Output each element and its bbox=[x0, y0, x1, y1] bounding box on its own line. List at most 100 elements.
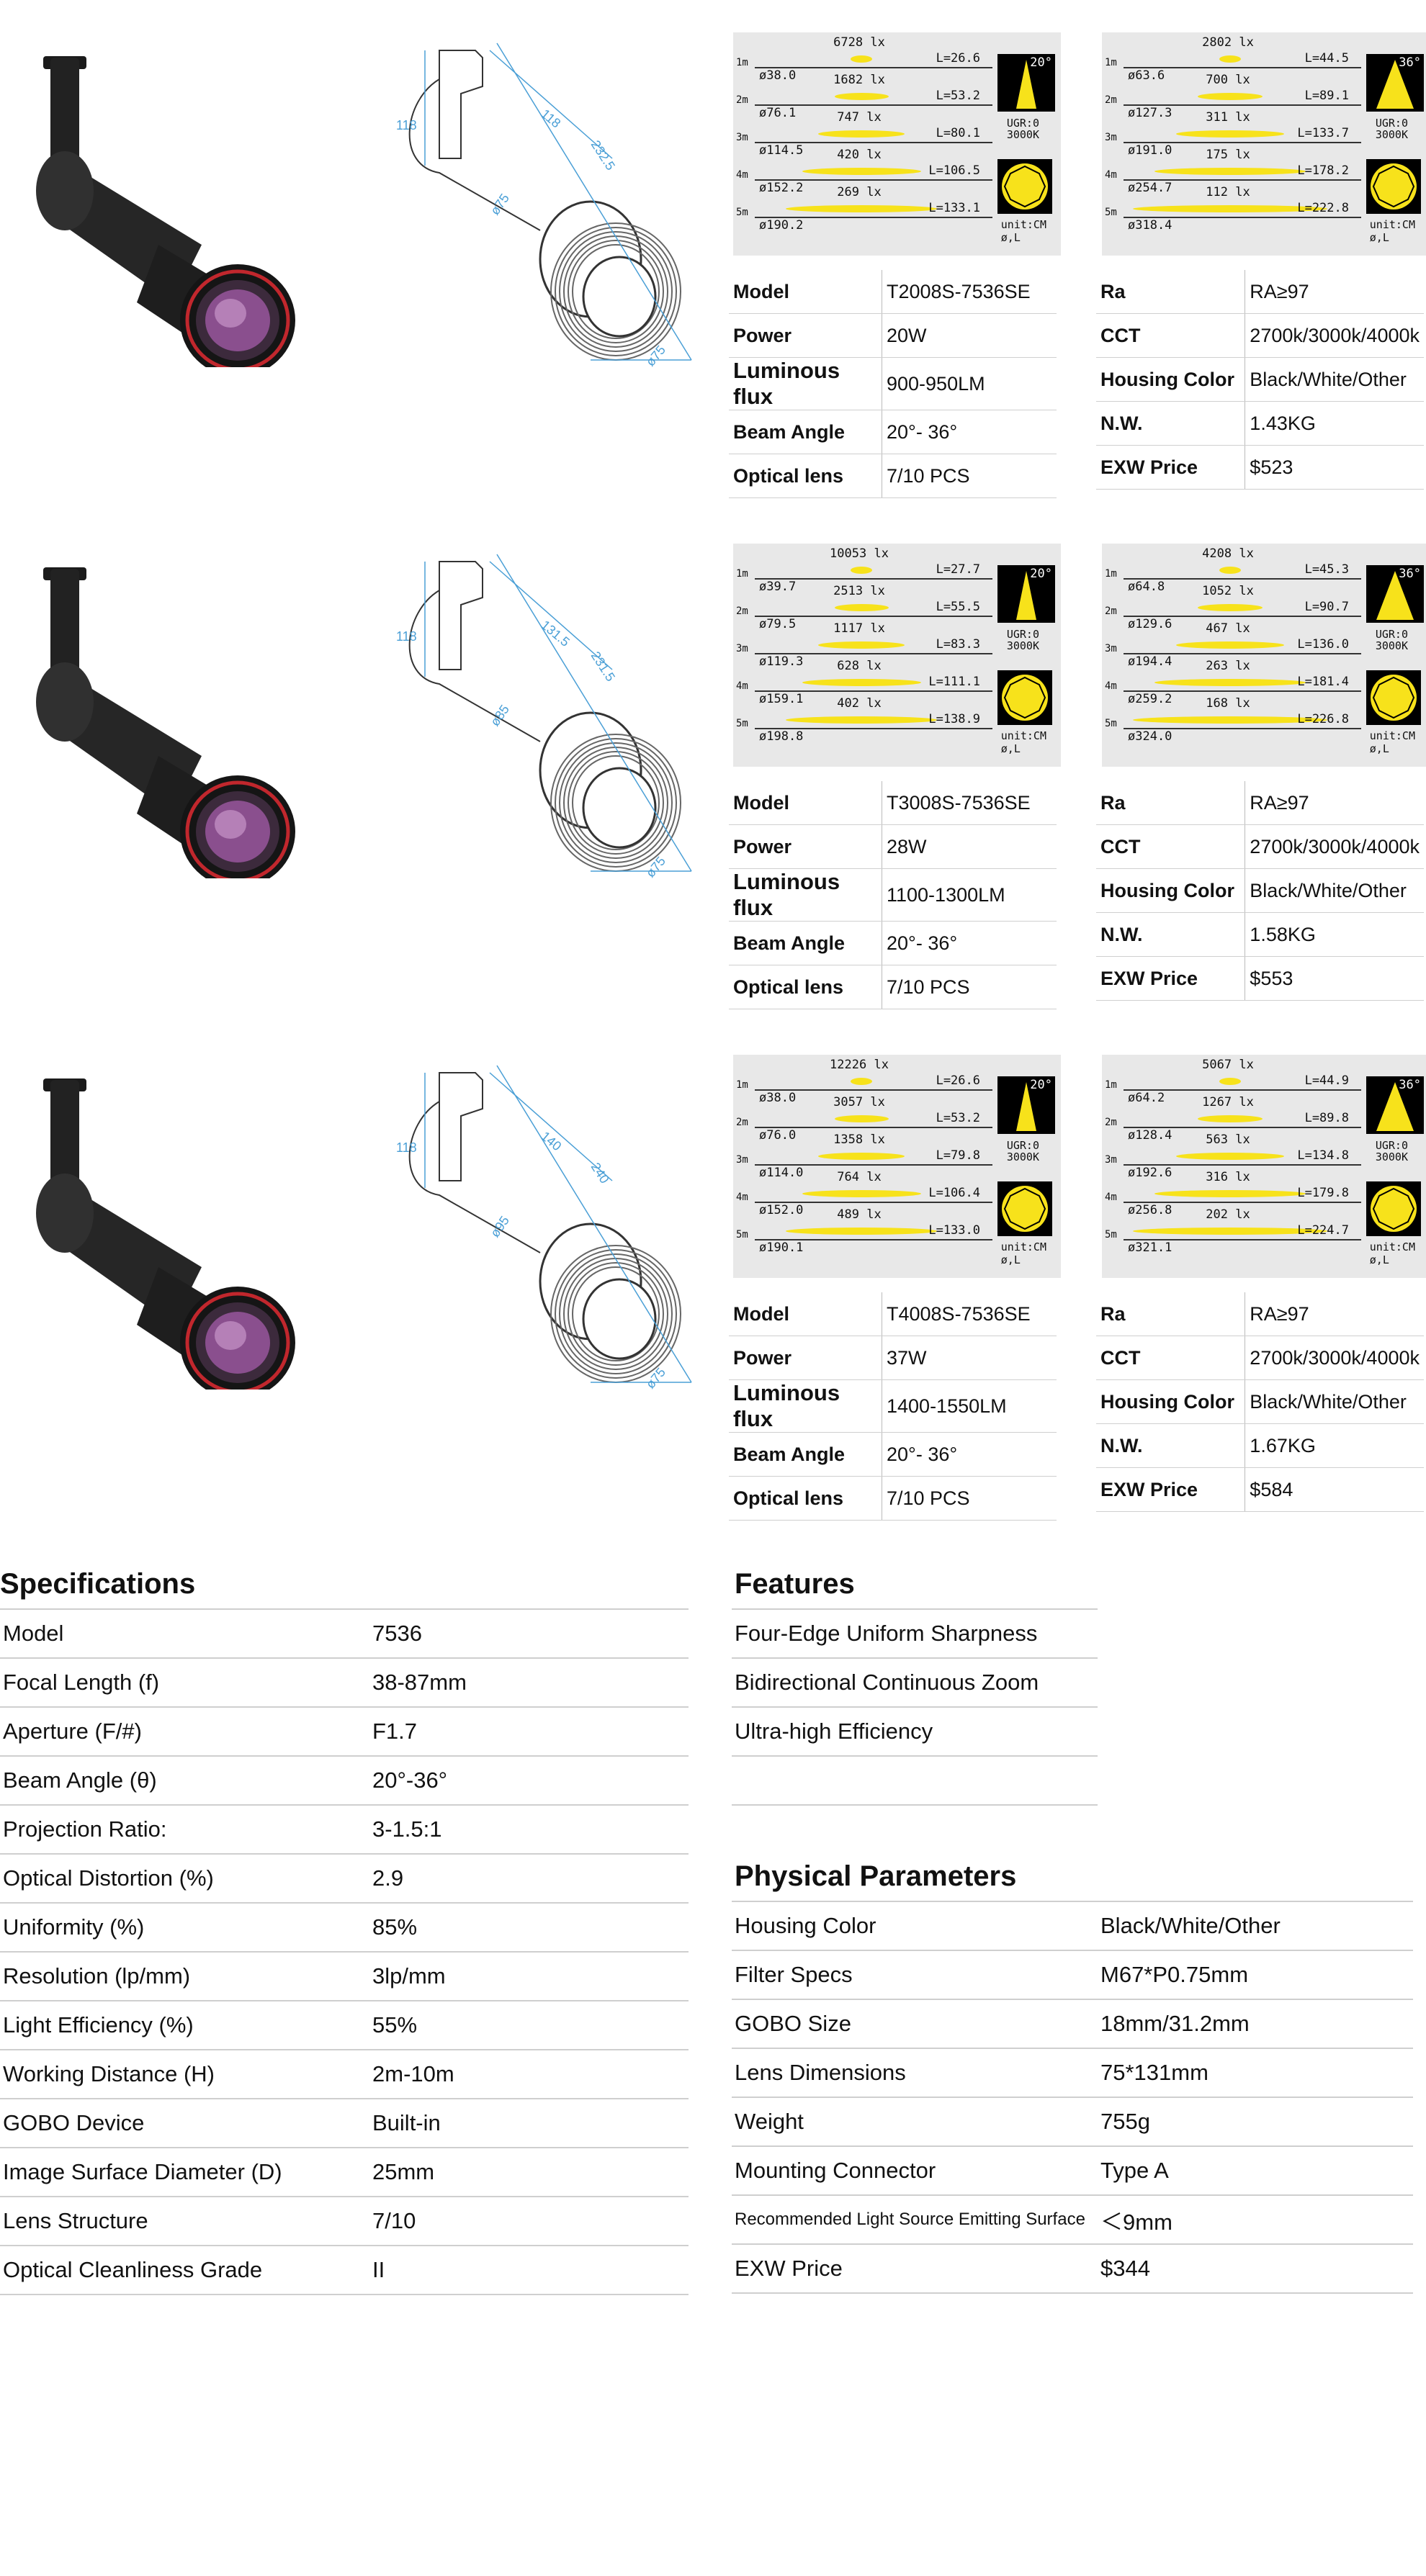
row-value: 38-87mm bbox=[369, 1658, 689, 1708]
diameter-value: ø190.2 bbox=[759, 218, 804, 233]
spec-key: Housing Color bbox=[1096, 868, 1246, 913]
spec-value: T4008S-7536SE bbox=[882, 1292, 1057, 1336]
cct-value: 3000K bbox=[1375, 128, 1408, 141]
beam-shape bbox=[818, 130, 905, 138]
diameter-value: ø119.3 bbox=[759, 654, 804, 669]
table-row: Working Distance (H)2m-10m bbox=[0, 2050, 689, 2099]
beam-shape bbox=[1176, 130, 1284, 138]
spec-value: $553 bbox=[1245, 956, 1424, 1001]
table-row: Light Efficiency (%)55% bbox=[0, 2001, 689, 2050]
beam-angle-box: 36° bbox=[1366, 565, 1424, 623]
row-value: 3lp/mm bbox=[369, 1952, 689, 2001]
cct-value: 3000K bbox=[1375, 639, 1408, 652]
spec-key: Luminous flux bbox=[729, 357, 882, 410]
spot-pattern-icon bbox=[997, 159, 1052, 214]
row-key: Mounting Connector bbox=[732, 2146, 1098, 2196]
length-value: L=53.2 bbox=[936, 1111, 980, 1125]
spec-key: Power bbox=[729, 313, 882, 358]
unit-value: unit:CM bbox=[1369, 729, 1415, 742]
illuminance-value: 402 lx bbox=[837, 696, 882, 711]
table-row: Four-Edge Uniform Sharpness bbox=[732, 1608, 1098, 1659]
beam-shape bbox=[1219, 1078, 1241, 1085]
spec-row: N.W.1.43KG bbox=[1096, 401, 1424, 446]
spec-value: T3008S-7536SE bbox=[882, 781, 1057, 825]
length-value: L=133.7 bbox=[1297, 126, 1349, 140]
ugr-value: UGR:0 bbox=[1375, 117, 1408, 130]
spec-key: Optical lens bbox=[729, 454, 882, 498]
distance-line bbox=[755, 1202, 992, 1203]
illuminance-value: 700 lx bbox=[1206, 73, 1250, 87]
diameter-value: ø39.7 bbox=[759, 580, 797, 594]
length-value: L=89.1 bbox=[1304, 89, 1349, 103]
diameter-value: ø198.8 bbox=[759, 729, 804, 744]
distance-line bbox=[1124, 104, 1361, 106]
table-row: Uniformity (%)85% bbox=[0, 1903, 689, 1953]
distance-label: 3m bbox=[1105, 132, 1117, 143]
distance-line bbox=[1124, 1202, 1361, 1203]
row-value: Black/White/Other bbox=[1098, 1901, 1413, 1951]
distance-line bbox=[1124, 142, 1361, 143]
distance-label: 4m bbox=[1105, 680, 1117, 692]
length-value: L=79.8 bbox=[936, 1148, 980, 1163]
row-key: EXW Price bbox=[732, 2244, 1098, 2294]
distance-line bbox=[755, 67, 992, 68]
feature-item: Ultra-high Efficiency bbox=[732, 1707, 1098, 1757]
illuminance-value: 1117 lx bbox=[833, 621, 885, 636]
beam-shape bbox=[834, 93, 889, 100]
beam-angle-label: 36° bbox=[1399, 55, 1421, 70]
beam-shape bbox=[1198, 93, 1263, 100]
illuminance-value: 563 lx bbox=[1206, 1132, 1250, 1147]
beam-shape bbox=[1133, 716, 1327, 724]
beam-shape bbox=[1154, 1190, 1306, 1197]
diameter-value: ø64.8 bbox=[1128, 580, 1165, 594]
spec-key: Ra bbox=[1096, 270, 1246, 314]
diameter-value: ø190.1 bbox=[759, 1240, 804, 1255]
dim-arm-label: 131.5 bbox=[538, 618, 572, 649]
length-value: L=179.8 bbox=[1297, 1186, 1349, 1200]
distance-line bbox=[1124, 653, 1361, 654]
row-value: 20°-36° bbox=[369, 1756, 689, 1806]
row-key: Uniformity (%) bbox=[0, 1903, 369, 1953]
illuminance-value: 489 lx bbox=[837, 1207, 882, 1222]
lamp-photo-image bbox=[36, 1078, 295, 1399]
distance-label: 4m bbox=[1105, 169, 1117, 181]
length-value: L=89.8 bbox=[1304, 1111, 1349, 1125]
diameter-value: ø152.0 bbox=[759, 1203, 804, 1217]
beam-shape bbox=[1133, 205, 1327, 212]
row-value: 55% bbox=[369, 2001, 689, 2050]
row-value: 2m-10m bbox=[369, 2050, 689, 2099]
distance-line bbox=[1124, 616, 1361, 617]
row-key: Recommended Light Source Emitting Surfac… bbox=[732, 2195, 1098, 2245]
ugr-value: UGR:0 bbox=[1006, 1139, 1039, 1152]
table-row: Focal Length (f)38-87mm bbox=[0, 1658, 689, 1708]
row-value: F1.7 bbox=[369, 1707, 689, 1757]
length-value: L=90.7 bbox=[1304, 600, 1349, 614]
unit-value: unit:CM bbox=[1000, 218, 1046, 231]
dim-lens-label: ø75 bbox=[488, 191, 512, 217]
diameter-value: ø38.0 bbox=[759, 1091, 797, 1105]
distance-label: 1m bbox=[1105, 568, 1117, 580]
diameter-value: ø159.1 bbox=[759, 692, 804, 706]
row-key: GOBO Size bbox=[732, 1999, 1098, 2049]
row-key: Model bbox=[0, 1608, 369, 1659]
spec-key: Luminous flux bbox=[729, 1379, 882, 1433]
dim-length-label: 232.5 bbox=[588, 138, 618, 173]
